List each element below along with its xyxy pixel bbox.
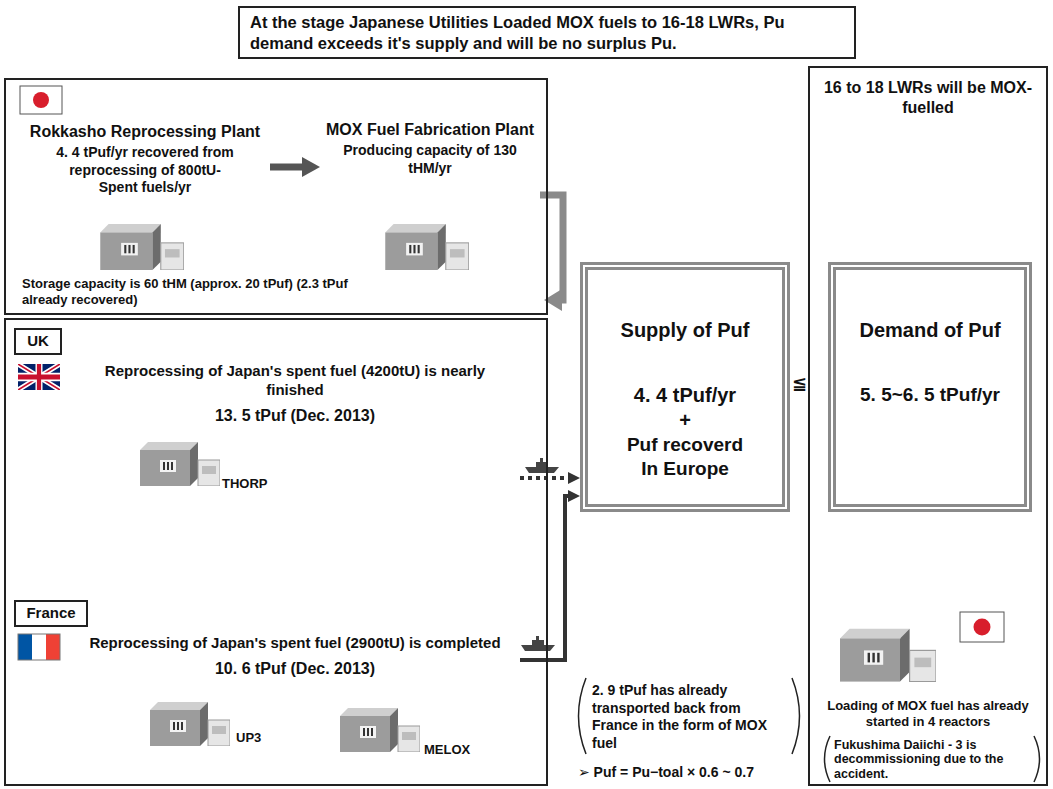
node-text: Supply of Puf <box>592 318 778 343</box>
bracket <box>1034 736 1040 782</box>
bracket <box>579 678 587 754</box>
plant-block: Rokkasho Reprocessing Plant4. 4 tPuf/yr … <box>20 122 270 218</box>
flow-arrow <box>270 164 302 171</box>
node-text: MOX Fuel Fabrication Plant <box>320 120 540 140</box>
node-text: Reprocessing of Japan's spent fuel (2900… <box>80 634 510 653</box>
japan-panel: Storage capacity is 60 tHM (approx. 20 t… <box>4 78 548 315</box>
plant-building <box>150 702 230 746</box>
note-text: 2. 9 tPuf has already transported back f… <box>592 682 788 752</box>
node-text: 4. 4 tPuf/yr recovered from reprocessing… <box>20 144 270 197</box>
demand-panel: 16 to 18 LWRs will be MOX-fuelledLoading… <box>808 66 1048 786</box>
country-tag: France <box>14 600 88 627</box>
node-text: Storage capacity is 60 tHM (approx. 20 t… <box>22 276 352 309</box>
japan-flag <box>20 86 62 114</box>
japan-flag <box>960 612 1004 642</box>
ship-icon <box>521 636 555 651</box>
uk-flag <box>18 364 60 390</box>
node-text: + <box>592 408 778 433</box>
relation-symbol: ≦ <box>792 372 807 395</box>
plant-building <box>100 224 183 270</box>
flow-arrow <box>520 476 568 480</box>
note-text: Fukushima Daiichi - 3 is decommissioning… <box>834 738 1032 781</box>
node-text: At the stage Japanese Utilities Loaded M… <box>250 12 844 53</box>
demand-box: Demand of Puf 5. 5~6. 5 tPuf/yr <box>828 262 1032 512</box>
node-text: Producing capacity of 130 tHM/yr <box>320 142 540 177</box>
bracket <box>792 678 800 754</box>
node-text: Loading of MOX fuel has already started … <box>816 698 1040 731</box>
building-name: UP3 <box>236 730 261 746</box>
europe-panel: UK Reprocessing of Japan's spent fuel (42… <box>4 318 548 786</box>
reactor-building <box>840 629 936 682</box>
plant-building <box>340 708 420 752</box>
node-text: Demand of Puf <box>840 318 1020 343</box>
ship-icon <box>525 458 559 473</box>
plant-building <box>385 224 468 270</box>
building-name: THORP <box>222 476 268 492</box>
node-text: 13. 5 tPuf (Dec. 2013) <box>80 406 510 426</box>
flow-arrow <box>520 496 568 660</box>
node-text: UK <box>18 332 58 351</box>
plant-building <box>140 442 220 486</box>
node-text: 16 to 18 LWRs will be MOX-fuelled <box>816 78 1040 118</box>
title-box: At the stage Japanese Utilities Loaded M… <box>238 6 856 59</box>
bracket <box>825 736 831 782</box>
node-text: 10. 6 tPuf (Dec. 2013) <box>80 659 510 679</box>
node-text: 5. 5~6. 5 tPuf/yr <box>840 383 1020 407</box>
formula-note: ➢ Puf = Pu−toal × 0.6 ~ 0.7 <box>578 764 754 782</box>
france-flag <box>18 634 60 660</box>
supply-box: Supply of Puf 4. 4 tPuf/yr+Puf recoverd I… <box>580 262 790 512</box>
country-tag: UK <box>14 328 62 355</box>
node-text: 4. 4 tPuf/yr <box>592 383 778 408</box>
node-text: France <box>18 604 84 623</box>
building-name: MELOX <box>424 742 470 758</box>
flow-arrow <box>540 195 563 300</box>
node-text: Puf recoverd In Europe <box>592 433 778 481</box>
plant-block: MOX Fuel Fabrication PlantProducing capa… <box>320 120 540 210</box>
node-text: Rokkasho Reprocessing Plant <box>20 122 270 142</box>
node-text: Reprocessing of Japan's spent fuel (4200… <box>80 362 510 400</box>
reprocessing-block: Reprocessing of Japan's spent fuel (4200… <box>70 356 520 496</box>
